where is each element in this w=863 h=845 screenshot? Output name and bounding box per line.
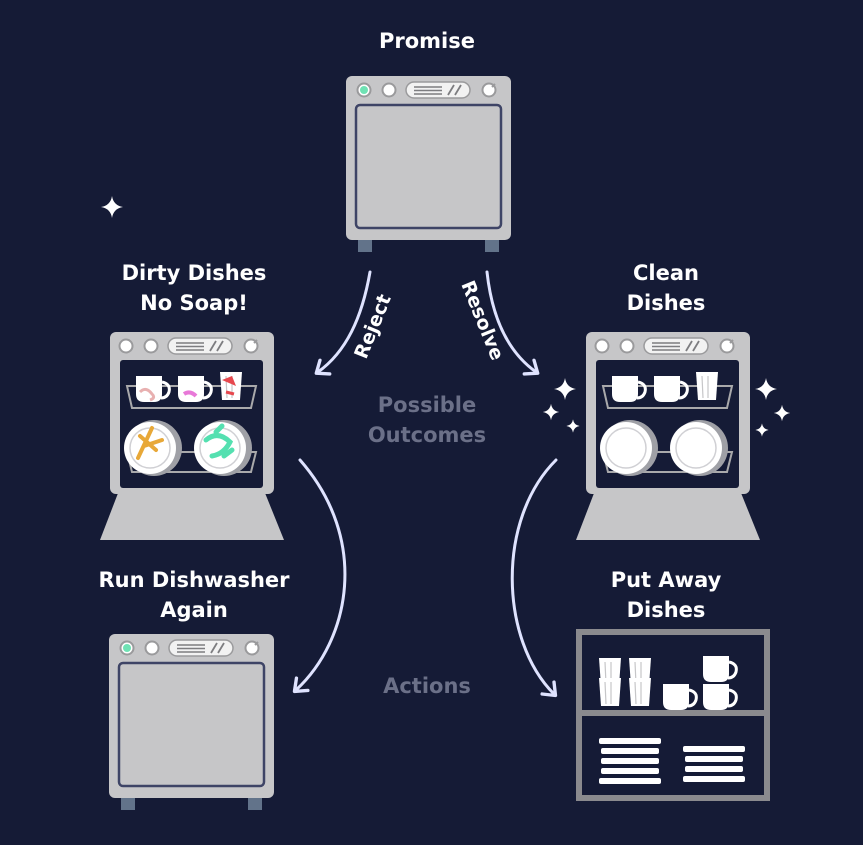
resolve-arrow	[485, 270, 540, 376]
clean-dishes-line-2: Dishes	[626, 291, 706, 315]
clean-dishes-label: Clean Dishes	[566, 258, 766, 318]
clean-cups	[610, 371, 719, 404]
reject-arrow-label: Reject	[350, 291, 396, 362]
run-again-label: Run Dishwasher Again	[84, 565, 304, 625]
dirty-plates	[123, 419, 253, 477]
clean-dishes-line-1: Clean	[633, 261, 699, 285]
run-again-line-1: Run Dishwasher	[98, 568, 290, 592]
run-again-dishwasher	[109, 634, 274, 810]
dirty-dishwasher	[100, 332, 284, 540]
dirty-dishes-label: Dirty Dishes No Soap!	[94, 258, 294, 318]
reject-action-arrow	[292, 458, 347, 694]
reject-arrow	[314, 270, 372, 376]
run-again-line-2: Again	[160, 598, 228, 622]
clean-dishwasher	[576, 332, 760, 540]
possible-outcomes-label: Possible Outcomes	[327, 390, 527, 450]
put-away-line-1: Put Away	[610, 568, 722, 592]
outcomes-line-2: Outcomes	[367, 423, 487, 447]
outcomes-line-1: Possible	[377, 393, 477, 417]
resolve-arrow-label: Resolve	[456, 278, 508, 364]
dirty-cups	[134, 371, 243, 404]
dirty-dishes-line-2: No Soap!	[140, 291, 248, 315]
promise-dishwasher	[346, 76, 511, 252]
promise-label: Promise	[379, 29, 475, 53]
dirty-dishes-line-1: Dirty Dishes	[121, 261, 267, 285]
dish-shelf	[576, 629, 770, 801]
put-away-line-2: Dishes	[626, 598, 706, 622]
put-away-label: Put Away Dishes	[566, 565, 766, 625]
resolve-action-arrow	[510, 458, 558, 698]
actions-label: Actions	[383, 674, 471, 698]
